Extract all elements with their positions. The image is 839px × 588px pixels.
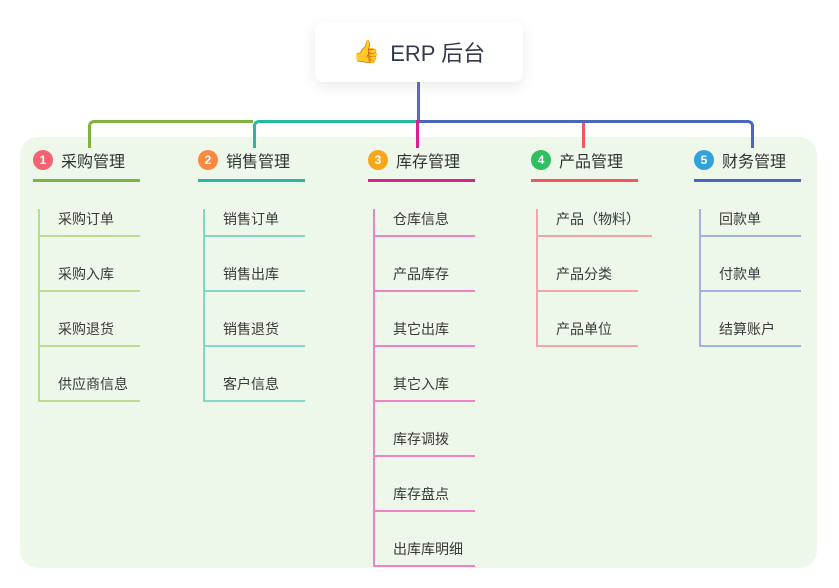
branch-number-badge: 4 [531, 150, 551, 170]
branch-subtree-1: 采购订单采购入库采购退货供应商信息 [38, 209, 140, 402]
sub-item[interactable]: 采购退货 [40, 319, 140, 347]
branch-4: 4 产品管理产品（物料） 产品分类产品单位 [531, 148, 652, 347]
sub-item[interactable]: 产品（物料） [538, 209, 652, 237]
branch-3: 3 库存管理仓库信息产品库存其它出库其它入库库存调拨库存盘点出库库明细 [368, 148, 475, 567]
sub-item[interactable]: 付款单 [701, 264, 801, 292]
root-node-label: ERP 后台 [390, 41, 486, 66]
branch-number-badge: 3 [368, 150, 388, 170]
sub-item[interactable]: 客户信息 [205, 374, 305, 402]
connector-branch-4 [582, 123, 585, 148]
branch-subtree-5: 回款单付款单结算账户 [699, 209, 801, 347]
branch-title-label: 库存管理 [396, 154, 461, 171]
connector-branch-2 [253, 120, 420, 148]
branch-title-label: 销售管理 [226, 154, 291, 171]
branch-subtree-2: 销售订单销售出库销售退货客户信息 [203, 209, 305, 402]
branch-title-label: 采购管理 [61, 154, 126, 171]
sub-item[interactable]: 销售退货 [205, 319, 305, 347]
sub-item[interactable]: 结算账户 [701, 319, 801, 347]
thumbs-up-icon: 👍 [352, 39, 381, 64]
branch-2: 2 销售管理销售订单销售出库销售退货客户信息 [198, 148, 305, 402]
sub-item[interactable]: 仓库信息 [375, 209, 475, 237]
branch-subtree-3: 仓库信息产品库存其它出库其它入库库存调拨库存盘点出库库明细 [373, 209, 475, 567]
branch-title-3[interactable]: 3 库存管理 [368, 148, 475, 182]
root-connector-line [417, 82, 420, 122]
branches-panel [20, 137, 817, 568]
sub-item[interactable]: 产品单位 [538, 319, 638, 347]
connector-branch-1 [88, 120, 253, 148]
sub-item[interactable]: 供应商信息 [40, 374, 140, 402]
branch-title-label: 财务管理 [722, 154, 787, 171]
sub-item[interactable]: 采购订单 [40, 209, 140, 237]
branch-title-5[interactable]: 5 财务管理 [694, 148, 801, 182]
branch-number-badge: 1 [33, 150, 53, 170]
branch-subtree-4: 产品（物料） 产品分类产品单位 [536, 209, 652, 347]
branch-title-1[interactable]: 1 采购管理 [33, 148, 140, 182]
connector-branch-3 [416, 120, 419, 148]
branch-5: 5 财务管理回款单付款单结算账户 [694, 148, 801, 347]
branch-number-badge: 5 [694, 150, 714, 170]
sub-item[interactable]: 产品库存 [375, 264, 475, 292]
sub-item[interactable]: 其它出库 [375, 319, 475, 347]
sub-item[interactable]: 库存盘点 [375, 484, 475, 512]
branch-title-label: 产品管理 [559, 154, 624, 171]
sub-item[interactable]: 销售订单 [205, 209, 305, 237]
branch-title-4[interactable]: 4 产品管理 [531, 148, 638, 182]
branch-1: 1 采购管理采购订单采购入库采购退货供应商信息 [33, 148, 140, 402]
sub-item[interactable]: 回款单 [701, 209, 801, 237]
sub-item[interactable]: 库存调拨 [375, 429, 475, 457]
sub-item[interactable]: 出库库明细 [375, 539, 475, 567]
root-node-erp-backend[interactable]: 👍 ERP 后台 [315, 22, 523, 82]
connector-branch-5 [418, 120, 754, 148]
branch-number-badge: 2 [198, 150, 218, 170]
sub-item[interactable]: 销售出库 [205, 264, 305, 292]
sub-item[interactable]: 采购入库 [40, 264, 140, 292]
sub-item[interactable]: 其它入库 [375, 374, 475, 402]
sub-item[interactable]: 产品分类 [538, 264, 638, 292]
branch-title-2[interactable]: 2 销售管理 [198, 148, 305, 182]
